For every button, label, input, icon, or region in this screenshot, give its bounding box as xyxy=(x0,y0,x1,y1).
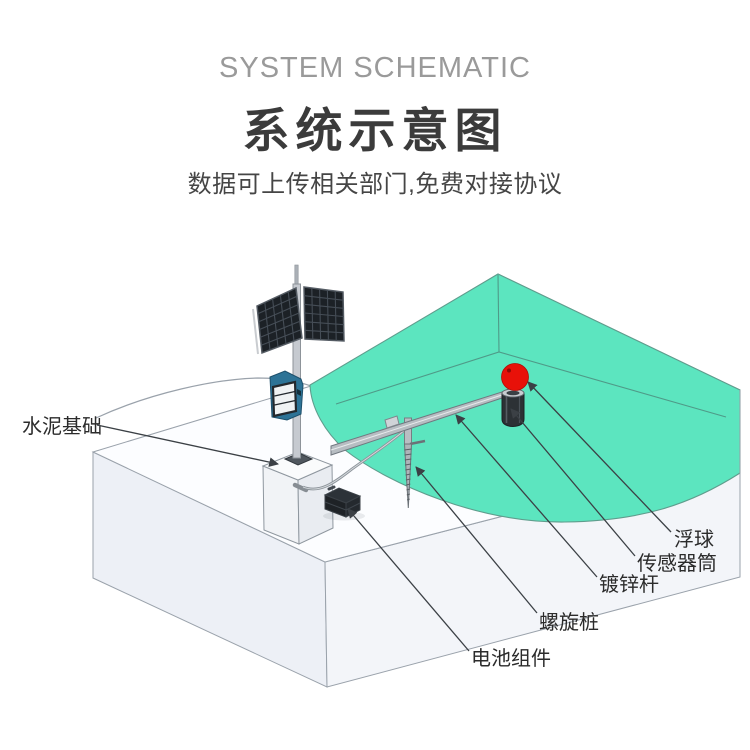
cable-highlight xyxy=(302,428,407,490)
battery-terminal xyxy=(327,485,336,491)
label-float-ball: 浮球 xyxy=(674,528,714,551)
leader-spiral-pile xyxy=(415,466,538,614)
leader-battery-module xyxy=(347,508,470,652)
pile-crossbar xyxy=(409,439,426,446)
control-box-door-line-2 xyxy=(274,399,296,406)
page-title-en: SYSTEM SCHEMATIC xyxy=(219,52,531,84)
label-battery-module: 电池组件 xyxy=(471,647,551,670)
leader-lines xyxy=(96,381,672,652)
solar-panel-array xyxy=(252,286,345,355)
pole-shaft xyxy=(292,283,301,459)
solar-panel-right-grid xyxy=(304,287,344,341)
control-box xyxy=(269,370,304,421)
leader-galvanized-rod xyxy=(455,414,598,578)
rail-bracket xyxy=(384,415,400,429)
diagram-labels: 水泥基础 浮球 传感器筒 镀锌杆 螺旋桩 电池组件 xyxy=(22,415,717,670)
page-subtitle: 数据可上传相关部门,免费对接协议 xyxy=(187,171,563,198)
pile-threads xyxy=(404,448,412,501)
solar-panel-right xyxy=(303,286,345,342)
control-box-door xyxy=(271,380,298,418)
base-top-face xyxy=(261,451,334,481)
sensor-top-inner xyxy=(506,390,520,396)
galvanized-rod-rail xyxy=(330,390,506,456)
water-surface xyxy=(309,273,741,577)
control-box-door-line-1 xyxy=(274,390,296,397)
leader-float-ball xyxy=(527,381,672,533)
page-title-zh: 系统示意图 xyxy=(242,104,508,157)
leader-sensor-tube xyxy=(510,408,636,557)
label-cement-foundation: 水泥基础 xyxy=(22,415,102,438)
label-sensor-tube: 传感器筒 xyxy=(637,552,717,575)
rail-highlight xyxy=(330,393,506,451)
float-ball xyxy=(501,363,529,391)
battery-seam-front xyxy=(324,501,347,511)
label-spiral-pile: 螺旋桩 xyxy=(539,611,599,634)
water-corner-edge xyxy=(497,274,500,353)
solar-panel-edge-highlight xyxy=(252,308,259,355)
cable-connector xyxy=(292,482,309,493)
float-ball-sphere xyxy=(501,363,529,391)
leader-cement-foundation xyxy=(96,424,279,467)
water-polygon xyxy=(309,273,741,523)
power-cable xyxy=(292,427,407,493)
concrete-base xyxy=(261,451,334,545)
label-galvanized-rod: 镀锌杆 xyxy=(599,573,659,596)
control-box-side-vent xyxy=(297,389,301,396)
solar-panel-left-grid xyxy=(257,291,302,351)
float-ball-spot xyxy=(507,368,511,373)
